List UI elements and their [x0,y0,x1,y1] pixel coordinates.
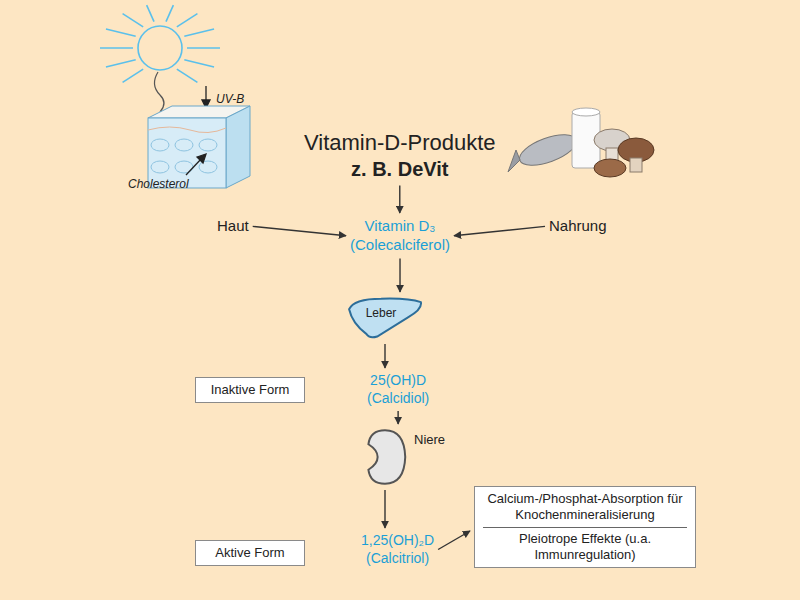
kidney-organ: Niere [362,428,408,486]
node-text: (Calcitriol) [361,550,434,568]
uvb-arrow [202,86,210,108]
food [508,108,654,177]
state-box: Inaktive Form [195,377,305,403]
source-label: Haut [217,217,249,236]
sun-ray [166,5,173,22]
node-text: Aktive Form [204,545,296,561]
node-text: z. B. DeVit [304,157,496,182]
source-label: Nahrung [549,217,607,236]
skin-cell [151,139,169,151]
node-text: 25(OH)D [367,372,429,390]
illustration-label: UV-B [216,92,244,106]
flow-arrow [399,186,400,214]
node-text: Nahrung [549,217,607,236]
liver-organ: Leber [346,296,424,340]
compound-label: Vitamin D₃(Colecalciferol) [350,217,450,255]
kidney-path [368,430,405,483]
sun-ray [123,69,144,82]
sun-ray [106,29,136,36]
illustration-label: Cholesterol [128,177,189,191]
node-text: (Calcidiol) [367,390,429,408]
skin-texture [151,139,217,173]
flow-arrow [399,259,400,293]
node-text: 1,25(OH)₂D [361,532,434,550]
sun-ray [184,60,214,67]
flow-arrow [397,411,398,424]
sun-ray [100,47,133,49]
flow-arrow [253,226,346,235]
skin-cell [199,139,217,151]
effect-box: Calcium-/Phosphat-Absorption für Knochen… [474,486,696,568]
node-text: Leber [346,296,424,321]
node-text: Vitamin D₃ [350,217,450,236]
sun-ray [147,5,154,22]
flow-arrow [454,226,545,235]
compound-label: 25(OH)D(Calcidiol) [367,372,429,407]
skin-cell [175,139,193,151]
sun-ray [187,47,220,49]
node-text: Haut [217,217,249,236]
sun-ray [177,69,198,82]
product-heading: Vitamin-D-Produktez. B. DeVit [304,129,496,182]
sun-ray [106,60,136,67]
skin-block [148,106,250,188]
node-text: Calcium-/Phosphat-Absorption für Knochen… [483,491,687,524]
sun [100,5,220,112]
sun-rays [100,5,220,82]
sun-ray [123,14,144,27]
cholesterol-arrow [186,154,206,175]
flow-arrow [384,344,385,368]
sun-ray [184,29,214,36]
node-text: Pleiotrope Effekte (u.a. Immunregulation… [483,527,687,564]
compound-label: 1,25(OH)₂D(Calcitriol) [361,532,434,567]
skin-cell [199,161,217,173]
node-text: (Colecalciferol) [350,236,450,255]
state-box: Aktive Form [195,540,305,566]
node-text: Vitamin-D-Produkte [304,129,496,157]
skin-cell [151,161,169,173]
kidney-outline [362,428,408,486]
flow-arrow [438,531,470,550]
node-text: Niere [414,432,445,448]
node-text: Inaktive Form [204,382,296,398]
sun-ray [177,14,198,27]
flow-arrow [384,490,385,528]
